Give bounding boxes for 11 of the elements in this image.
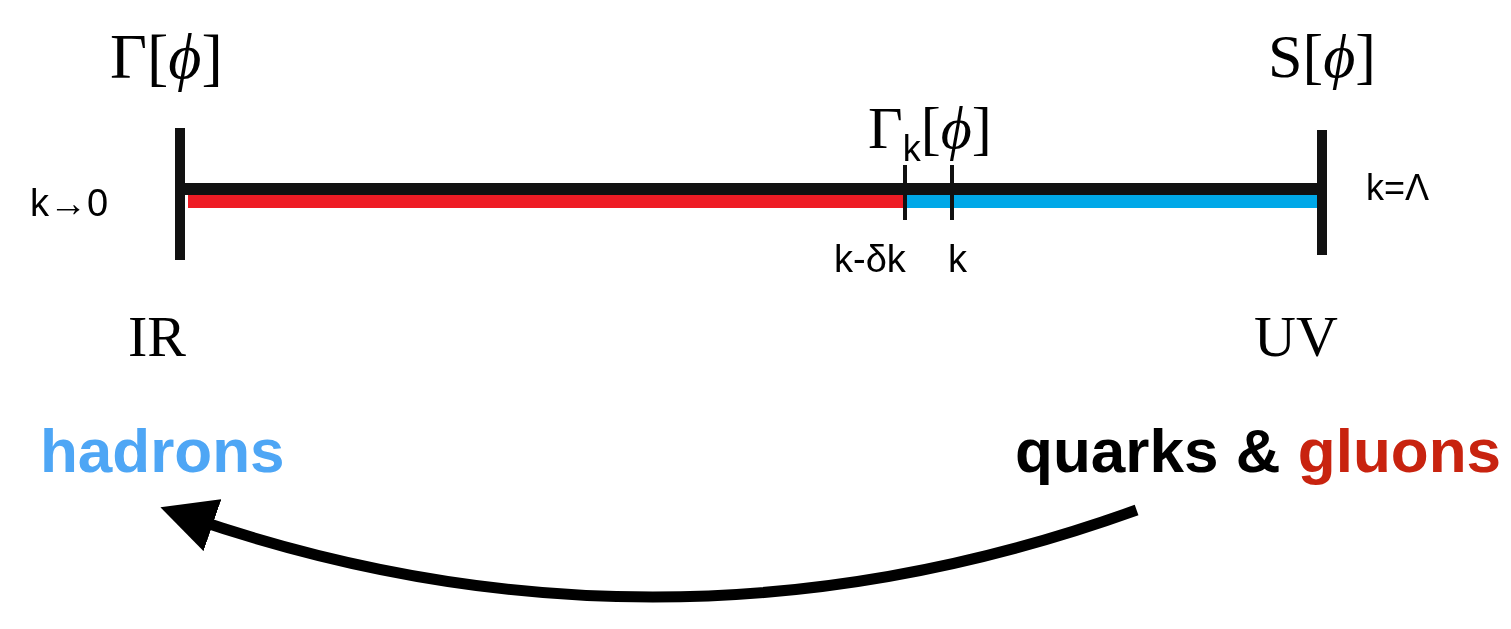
particle-label: quarks & (1015, 416, 1281, 485)
particle-label: gluons (1297, 416, 1501, 485)
regime-label: UV (1254, 308, 1338, 366)
particle-label: hadrons (40, 416, 285, 485)
curved-arrow (160, 498, 1139, 603)
regime-label: IR (128, 308, 186, 366)
tick-label: k (948, 240, 967, 278)
tick-label: k-δk (834, 240, 906, 278)
functional-label: Γ$_{k}$[ϕ] (868, 98, 992, 167)
scale-label: k→0 (30, 184, 109, 222)
scale-label: k=Λ (1366, 170, 1430, 206)
